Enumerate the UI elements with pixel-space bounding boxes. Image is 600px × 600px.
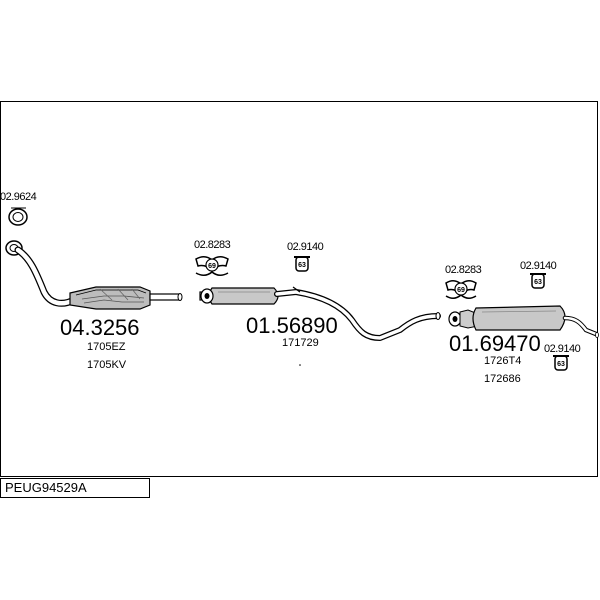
diagram-code-box: PEUG94529A [0,478,150,498]
clamp-b-tag: 63 [534,279,542,286]
stray-dot [299,364,301,366]
clamp-b-part[interactable]: 63 [530,273,546,289]
clamp-a-part-number: 02.9140 [287,241,324,253]
front-ring-part-number: 02.9624 [0,191,37,203]
mount-b-part-number: 02.8283 [445,264,482,276]
front-ring-part[interactable] [8,207,28,226]
middle-silencer-part-number: 01.56890 [246,313,338,338]
rear-silencer-ref-1: 1726T4 [484,355,521,367]
clamp-b-part-number: 02.9140 [520,260,557,272]
diagram-frame [0,101,598,477]
catalyst-ref-1: 1705EZ [87,341,126,353]
middle-silencer-part[interactable] [199,286,441,341]
clamp-c-part-number: 02.9140 [544,343,581,355]
rear-silencer-part-number: 01.69470 [449,331,541,356]
catalyst-part[interactable] [5,240,183,310]
diagram-code: PEUG94529A [5,480,87,495]
mount-a-part-number: 02.8283 [194,239,231,251]
clamp-a-part[interactable]: 63 [294,256,310,272]
clamp-a-tag: 63 [298,262,306,269]
rear-silencer-ref-2: 172686 [484,373,521,385]
mount-b-tag: 69 [457,287,465,294]
mount-a-tag: 69 [208,263,216,270]
mount-a-part[interactable]: 69 [195,256,229,276]
clamp-c-part[interactable]: 63 [553,355,569,371]
middle-silencer-ref-1: 171729 [282,337,319,349]
catalyst-part-number: 04.3256 [60,315,140,340]
mount-b-part[interactable]: 69 [445,280,477,299]
clamp-c-tag: 63 [557,361,565,368]
catalyst-ref-2: 1705KV [87,359,127,371]
rear-silencer-part[interactable] [448,305,599,338]
